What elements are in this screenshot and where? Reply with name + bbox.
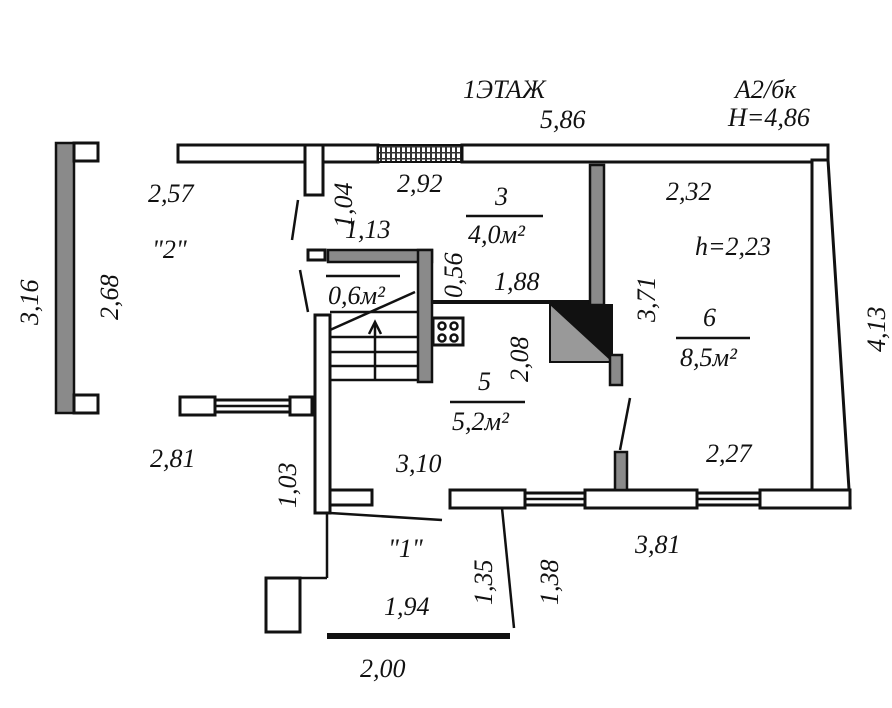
stair-area: 0,6м² [328, 281, 386, 310]
zone-2: "2" [152, 235, 187, 264]
partition-5-6 [613, 450, 629, 492]
entrance [264, 507, 516, 639]
dim-371: 3,71 [632, 277, 661, 324]
top-wall [176, 143, 830, 197]
window-top [377, 144, 463, 163]
room-6-area: 8,5м² [680, 343, 738, 372]
room-5-area: 5,2м² [452, 407, 510, 436]
bottom-wall [448, 488, 852, 510]
partition-3-6 [588, 163, 606, 307]
dim-104: 1,04 [329, 183, 358, 229]
dim-257: 2,57 [148, 179, 195, 208]
staircase [306, 248, 434, 384]
dim-135: 1,35 [469, 560, 498, 606]
room-6-number: 6 [703, 303, 716, 332]
dim-103: 1,03 [273, 463, 302, 509]
dim-381: 3,81 [634, 530, 681, 559]
room-5-number: 5 [478, 367, 491, 396]
dim-281: 2,81 [150, 444, 196, 473]
floor-title: 1ЭТАЖ [463, 75, 547, 104]
dim-113: 1,13 [345, 215, 391, 244]
room-3-number: 3 [494, 182, 508, 211]
dim-232: 2,32 [666, 177, 712, 206]
dim-left-inner: 2,68 [95, 275, 124, 321]
zone-1: "1" [388, 534, 423, 563]
dim-194: 1,94 [384, 592, 430, 621]
dim-138: 1,38 [535, 560, 564, 606]
dim-right: 4,13 [862, 307, 891, 353]
right-wall [810, 158, 852, 509]
dim-208: 2,08 [505, 337, 534, 383]
room-6-height: h=2,23 [695, 232, 771, 261]
door-5-6 [618, 397, 632, 451]
fireplace [549, 304, 624, 387]
dim-188: 1,88 [494, 267, 540, 296]
dim-227: 2,27 [706, 439, 753, 468]
left-wall [290, 199, 443, 522]
dim-056: 0,56 [439, 253, 468, 299]
room-3-area: 4,0м² [468, 220, 526, 249]
building-code: А2/бк [733, 75, 797, 104]
balcony [178, 395, 314, 417]
dim-310: 3,10 [395, 449, 442, 478]
dim-292: 2,92 [397, 169, 443, 198]
detached-wall [54, 141, 100, 415]
dim-top: 5,86 [540, 105, 586, 134]
dim-left-outer: 3,16 [15, 280, 44, 327]
dim-200: 2,00 [360, 654, 406, 683]
building-height: H=4,86 [727, 103, 810, 132]
stove-icon [431, 316, 465, 347]
